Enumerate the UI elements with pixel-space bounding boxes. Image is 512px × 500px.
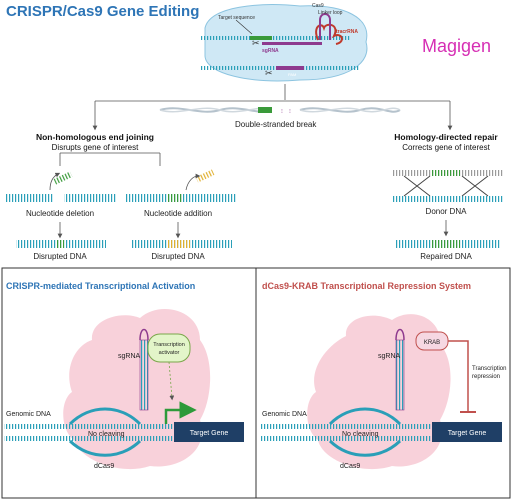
hdr-repaired-label: Repaired DNA [420, 252, 472, 261]
double-strand-break: ⁝ ⁝ Double-stranded break [159, 107, 401, 129]
activation-sgrna-stem [139, 339, 149, 411]
label-linker-loop: Linker loop [318, 10, 343, 16]
activator-line2: activator [159, 350, 180, 356]
cas9-complex: ✂ ✂ Target sequence Cas9 Linker loop sgR… [200, 3, 368, 82]
activation-sgrna-label: sgRNA [118, 353, 141, 360]
nhej-section: Non-homologous end joining Disrupts gene… [6, 132, 236, 261]
addition-arrow [185, 173, 201, 191]
repression-dna-bubble-top [328, 407, 402, 426]
repaired-dna-green [432, 240, 460, 248]
activator-line1: Transcription [153, 342, 185, 348]
nhej-disrupted-label-1: Disrupted DNA [33, 252, 87, 261]
hdr-donor-label: Donor DNA [426, 207, 468, 216]
nhej-disrupted-label-2: Disrupted DNA [151, 252, 205, 261]
repression-target-gene-label: Target Gene [448, 430, 487, 437]
nhej-title: Non-homologous end joining [36, 132, 154, 142]
repression-sgrna-label: sgRNA [378, 353, 401, 360]
donor-green-segment [432, 170, 460, 176]
repression-dna-bottom [260, 436, 434, 441]
disrupted-dna-2-yellow [168, 240, 190, 248]
repression-line1: Transcription [472, 366, 506, 372]
deleted-fragment [53, 171, 73, 185]
activation-sgrna-loop [139, 328, 149, 341]
broken-dna-strand [392, 196, 504, 202]
label-target-sequence: Target sequence [218, 15, 255, 21]
cas9-target-segment [250, 36, 272, 40]
repression-panel: dCas9-KRAB Transcriptional Repression Sy… [260, 281, 506, 470]
tracrrna-loop [315, 23, 343, 45]
repression-title: dCas9-KRAB Transcriptional Repression Sy… [262, 281, 471, 291]
cas9-sgrna-segment [262, 42, 322, 45]
cas9-pam-segment [276, 66, 304, 70]
target-leader-line [235, 19, 253, 35]
dsb-green-end [258, 107, 272, 113]
transcription-start-arrow [164, 401, 197, 424]
repression-no-cleaving-label: No cleaving [342, 431, 379, 438]
transcription-activator-box [147, 333, 191, 363]
scissors-icon: ✂ [252, 38, 260, 48]
hdr-title: Homology-directed repair [394, 132, 498, 142]
label-pam: PAM [288, 72, 296, 77]
disrupted-dna-1-green [56, 240, 64, 248]
deletion-arrow [49, 172, 61, 191]
brand-logo-text: Magigen [422, 36, 491, 56]
activation-target-gene-box [174, 422, 244, 442]
nhej-deletion-label: Nucleotide deletion [26, 209, 94, 218]
repression-line [448, 340, 469, 412]
nhej-addition-label: Nucleotide addition [144, 209, 212, 218]
dsb-break-marks-2: ⁝ [289, 109, 291, 115]
repression-line2: repression [472, 374, 500, 380]
branch-connectors [92, 84, 453, 131]
activation-dna-top [4, 424, 174, 429]
activation-target-gene-label: Target Gene [190, 430, 229, 437]
main-title: CRISPR/Cas9 Gene Editing [6, 3, 199, 20]
repression-sgrna-stem [395, 339, 405, 411]
hdr-section: Homology-directed repair Corrects gene o… [392, 132, 504, 261]
linker-loop [319, 13, 331, 40]
hdr-subtitle: Corrects gene of interest [402, 143, 490, 152]
cas9-dna-strand-top [200, 36, 350, 40]
activation-dna-bottom [4, 436, 174, 441]
dsb-label: Double-stranded break [235, 120, 317, 129]
activation-dna-bubble-top [68, 407, 142, 426]
repression-dcas9-label: dCas9 [340, 463, 360, 470]
activation-panel: CRISPR-mediated Transcriptional Activati… [4, 281, 244, 470]
label-tracrrna: tracrRNA [336, 29, 358, 35]
dsb-helix-left-2 [159, 107, 271, 113]
label-sgrna-top: sgRNA [262, 48, 279, 54]
nhej-subtitle: Disrupts gene of interest [52, 143, 139, 152]
activation-no-cleaving-label: No cleaving [88, 431, 125, 438]
scissors-icon-2: ✂ [265, 68, 273, 78]
activation-genomic-dna-label: Genomic DNA [6, 411, 51, 418]
addition-dna-green [168, 194, 182, 202]
activation-title: CRISPR-mediated Transcriptional Activati… [6, 281, 195, 291]
dsb-break-marks: ⁝ [281, 109, 283, 115]
crossover-right [461, 175, 489, 197]
repression-target-gene-box [432, 422, 502, 442]
repression-genomic-dna-label: Genomic DNA [262, 411, 307, 418]
dsb-helix-right-2 [299, 107, 401, 113]
label-cas9: Cas9 [312, 3, 324, 9]
crossover-left [403, 175, 431, 197]
krab-label: KRAB [424, 340, 440, 346]
repression-sgrna-loop [395, 328, 405, 341]
added-fragment [195, 169, 215, 183]
activation-dna-bubble-bottom [68, 439, 142, 457]
repression-dcas9-blob [307, 314, 451, 470]
repression-dna-bubble-bottom [328, 439, 402, 457]
deletion-gap [54, 194, 64, 202]
repression-dna-top [260, 424, 434, 429]
activation-dcas9-label: dCas9 [94, 463, 114, 470]
